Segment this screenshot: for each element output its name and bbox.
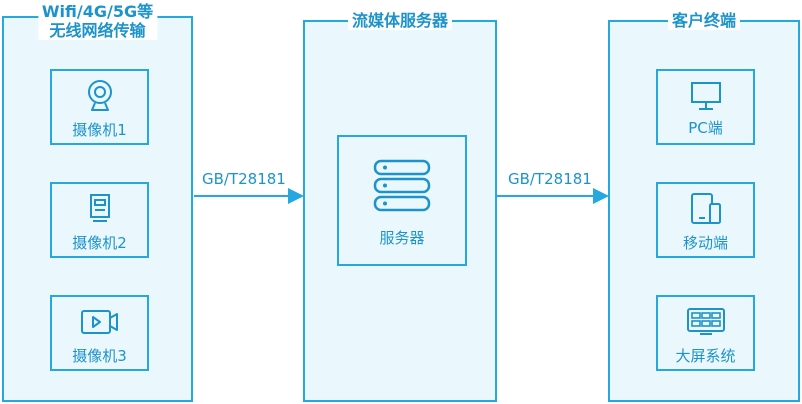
devices-panel: Wifi/4G/5G等 无线网络传输 摄像机1 摄像机2 摄像机3 — [2, 2, 193, 402]
camera-node-2[interactable]: 摄像机2 — [50, 182, 149, 258]
server-panel: 流媒体服务器 服务器 — [303, 12, 497, 402]
server-node[interactable]: 服务器 — [337, 135, 467, 266]
camera-label-1: 摄像机1 — [72, 121, 127, 139]
client-label-pc: PC端 — [688, 119, 723, 137]
link-label-left: GB/T28181 — [202, 170, 286, 188]
server-label: 服务器 — [379, 229, 425, 247]
link-label-right: GB/T28181 — [508, 170, 592, 188]
camera-label-2: 摄像机2 — [72, 234, 127, 252]
client-node-mobile[interactable]: 移动端 — [656, 182, 755, 258]
camera-node-3[interactable]: 摄像机3 — [50, 295, 149, 371]
monitor-icon — [690, 82, 721, 110]
client-label-mobile: 移动端 — [682, 234, 728, 252]
server-panel-title: 流媒体服务器 — [347, 12, 453, 30]
webcam-icon — [87, 80, 112, 111]
clients-panel-title: 客户终端 — [667, 12, 741, 30]
devices-panel-title-line1: Wifi/4G/5G等 — [41, 2, 154, 21]
client-node-videowall[interactable]: 大屏系统 — [656, 295, 755, 371]
video-camera-icon — [80, 310, 118, 334]
client-node-pc[interactable]: PC端 — [656, 69, 755, 145]
client-label-videowall: 大屏系统 — [675, 347, 736, 365]
tablet-phone-icon — [690, 193, 721, 224]
document-camera-icon — [89, 194, 110, 222]
clients-panel: 客户终端 PC端 移动端 大屏系统 — [608, 12, 800, 402]
camera-label-3: 摄像机3 — [72, 347, 127, 365]
camera-node-1[interactable]: 摄像机1 — [50, 69, 149, 145]
video-wall-icon — [686, 308, 725, 335]
devices-panel-title: Wifi/4G/5G等 无线网络传输 — [37, 2, 158, 40]
devices-panel-title-line2: 无线网络传输 — [49, 21, 146, 40]
server-icon — [373, 159, 431, 212]
